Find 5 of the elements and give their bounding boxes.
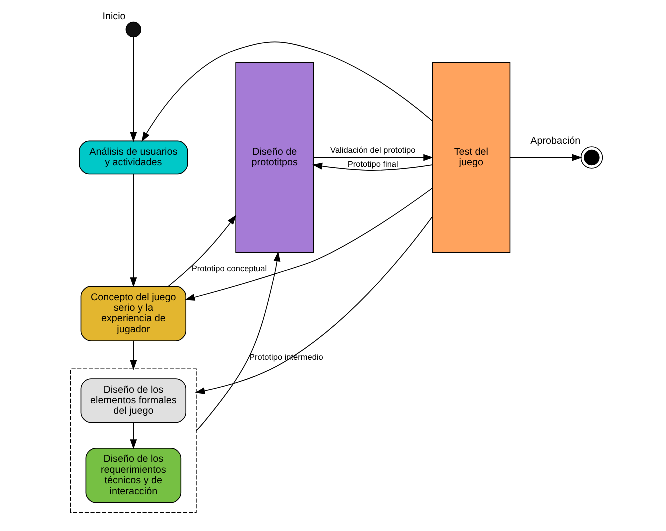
edge-label: Prototipo final <box>347 160 398 169</box>
node-label: Inicio <box>102 12 126 23</box>
edge-label: Prototipo conceptual <box>191 264 267 274</box>
edge-label: Validación del prototipo <box>330 146 416 155</box>
node-label: Aprobación <box>530 136 580 148</box>
